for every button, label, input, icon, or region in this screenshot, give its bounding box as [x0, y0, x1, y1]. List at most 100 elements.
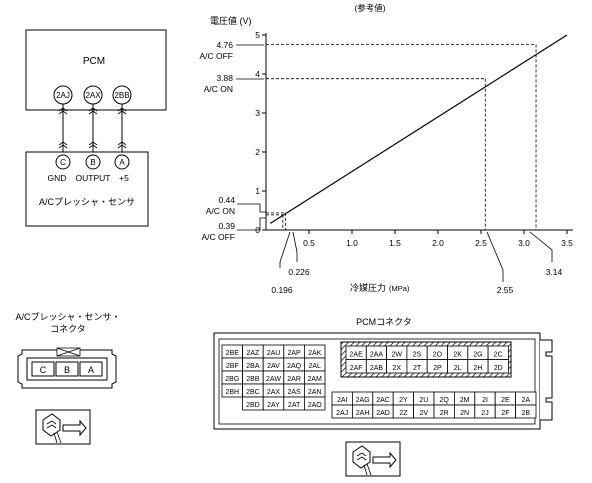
sensor-pin-letter: C [60, 158, 66, 167]
pcm-pin-cell: 2A [515, 391, 537, 406]
pcm-pin-label: 2AS [287, 389, 301, 396]
pcm-pin-cell: 2AH [351, 404, 374, 419]
pcm-pin-label: 2AU [267, 350, 281, 357]
pcm-pin-label: 2AJ [336, 410, 348, 417]
pcm-pin-cell: 2W [386, 345, 408, 360]
pcm-pin-label: 2T [413, 365, 422, 372]
pcm-pin-cell: 2AL [303, 357, 326, 372]
sensor-pin-letter: B [90, 158, 95, 167]
pcm-pin-cell: 2AO [303, 396, 326, 411]
x-tick-label: 1.5 [389, 238, 401, 248]
pcm-pin-label: 2F [501, 410, 509, 417]
pcm-pin-cell: 2AC [372, 391, 394, 406]
pcm-pin-cell: 2Q [433, 391, 455, 406]
guide-lines [266, 43, 537, 230]
sensor-pin-function: OUTPUT [76, 173, 111, 183]
pcm-pin-label: 2BB [246, 376, 260, 383]
callout-state: A/C OFF [199, 51, 233, 61]
pcm-pin-label: 2AO [308, 402, 323, 409]
pcm-pin-label: 2AJ [56, 91, 70, 100]
sensor-connector-pin: B [64, 365, 70, 375]
pcm-pin-cell: 2P [426, 359, 448, 374]
pcm-pin-cell: 2BF [221, 357, 244, 372]
pcm-pin-label: 2E [501, 397, 510, 404]
x-tick-label: 0.5 [303, 238, 315, 248]
pcm-pin-cell: 2T [406, 359, 428, 374]
pcm-pin-label: 2U [419, 397, 428, 404]
pcm-pin-label: 2BG [225, 376, 239, 383]
pcm-pin-cell: 2C [487, 345, 509, 360]
sensor-connector-pin: C [40, 365, 47, 375]
pcm-pin-label: 2S [413, 352, 422, 359]
pcm-pin-cell: 2AP [283, 344, 305, 359]
harness-side-view-icon [345, 441, 401, 477]
pcm-pin-label: 2N [460, 410, 469, 417]
x-callout-0196: 0.196 [271, 285, 293, 295]
pcm-pin-cell: 2BD [242, 396, 264, 411]
harness-wires [58, 104, 127, 152]
pcm-pin-label: 2AF [350, 365, 363, 372]
pcm-pin-label: 2M [460, 397, 470, 404]
x-tick-label: 3.0 [518, 238, 530, 248]
pcm-pin-label: 2X [392, 365, 401, 372]
pcm-pin-label: 2B [522, 410, 531, 417]
pcm-pin-cell: 2Y [392, 391, 415, 406]
pcm-pin-label: 2H [473, 365, 482, 372]
pcm-pin-cell: 2AS [283, 383, 305, 398]
callout-039: 0.39 A/C OFF [201, 217, 266, 242]
callout-value: 3.88 [216, 73, 233, 83]
x-callout-255: 2.55 [497, 285, 514, 295]
y-tick-label: 4 [255, 69, 260, 79]
x-tick-label: 2.0 [432, 238, 444, 248]
pcm-pin-cell: 2AW [262, 370, 285, 385]
pcm-pin-label: 2AP [287, 350, 301, 357]
pcm-pin-2ax: 2AX [83, 85, 103, 105]
callout-value: 4.76 [216, 40, 233, 50]
pcm-pin-cell: 2AI [331, 391, 353, 406]
pcm-pin-label: 2BE [226, 350, 240, 357]
pcm-pin-2bb: 2BB [112, 85, 132, 105]
pcm-pin-cell: 2B [515, 404, 537, 419]
pcm-pin-label: 2AZ [246, 350, 260, 357]
pcm-pin-label: 2AX [267, 389, 281, 396]
pcm-pin-label: 2AW [266, 376, 281, 383]
pcm-pin-label: 2L [454, 365, 462, 372]
connector-chevron-icon [58, 107, 127, 149]
pcm-pin-cell: 2AA [365, 345, 387, 360]
pcm-pin-cell: 2Z [392, 404, 415, 419]
pcm-pin-label: 2O [433, 352, 443, 359]
pcm-pin-cell: 2AQ [283, 357, 305, 372]
sensor-block: C B A GND OUTPUT +5 A/Cプレッシャ・センサ [25, 151, 149, 227]
pcm-pin-cell: 2AZ [242, 344, 264, 359]
callout-value: 0.39 [218, 221, 235, 231]
pcm-pin-label: 2BC [246, 389, 260, 396]
sensor-pin-function: GND [48, 173, 67, 183]
pcm-pin-cell: 2AB [365, 359, 387, 374]
pcm-pin-cell: 2L [447, 359, 469, 374]
x-callouts [279, 231, 553, 282]
pcm-pin-label: 2D [494, 365, 503, 372]
pcm-pin-cell: 2BC [242, 383, 264, 398]
pcm-pin-cell: 2AG [351, 391, 374, 406]
reference-note: (参考値) [354, 3, 385, 13]
pcm-pin-cell: 2O [426, 345, 448, 360]
x-tick-label: 1.0 [346, 238, 358, 248]
callout-arrows [236, 44, 264, 80]
pcm-pin-cell: 2AF [345, 359, 367, 374]
pcm-pin-cell: 2AK [303, 344, 326, 359]
pcm-pin-cell: 2F [494, 404, 517, 419]
pcm-pin-label: 2Z [399, 410, 408, 417]
pcm-pin-label: 2AR [287, 376, 301, 383]
pcm-pin-cell: 2BG [221, 370, 244, 385]
callout-value: 0.44 [218, 195, 235, 205]
pcm-pin-cell: 2AU [262, 344, 285, 359]
pcm-pin-cell: 2E [494, 391, 517, 406]
pcm-pin-label: 2AK [308, 350, 322, 357]
series-line [269, 34, 568, 224]
pcm-pin-cell: 2U [413, 391, 435, 406]
pcm-pin-cell: 2X [386, 359, 408, 374]
sensor-pin-c: C [55, 154, 71, 170]
